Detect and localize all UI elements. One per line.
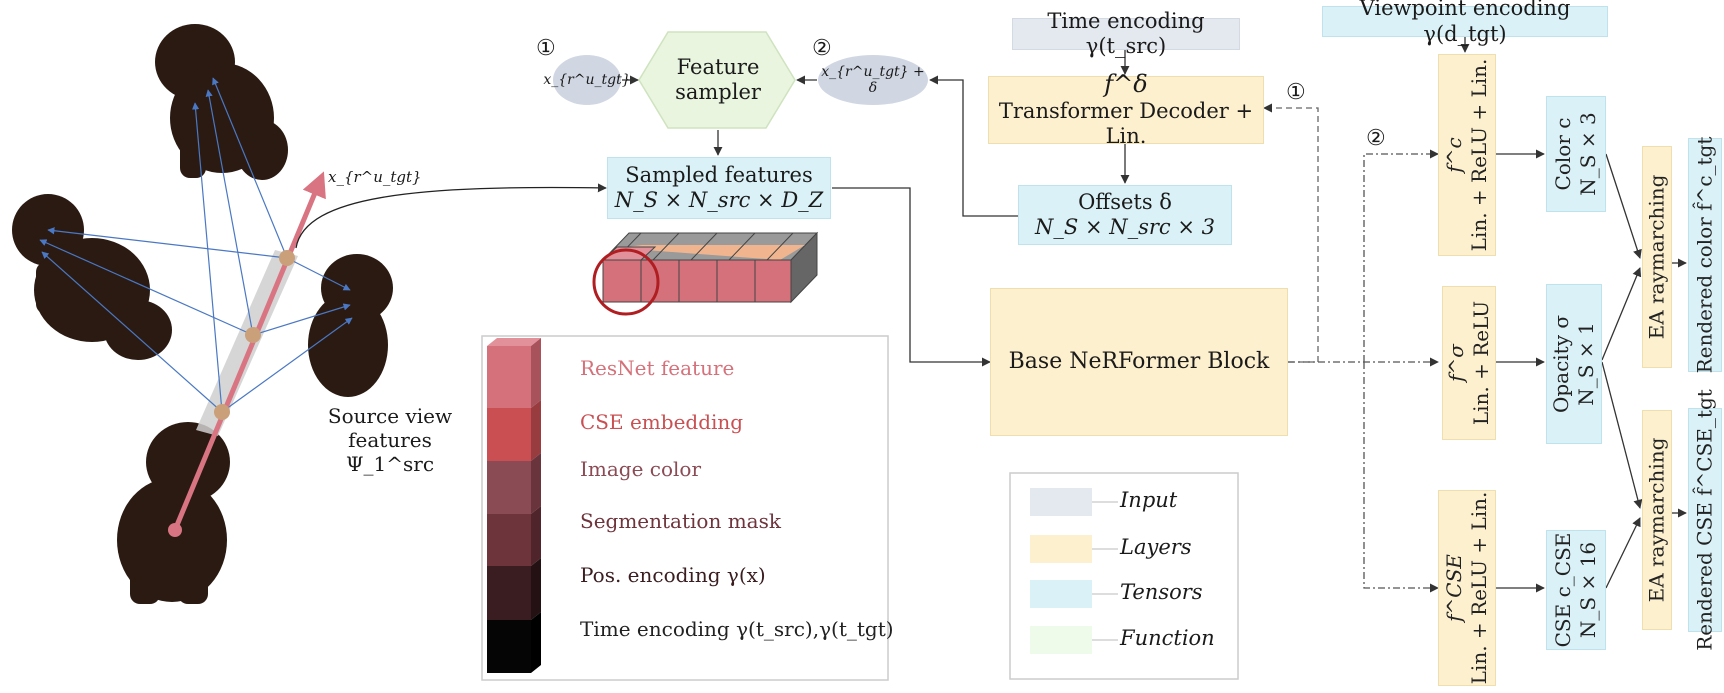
cube-cse [487,400,541,461]
f-delta-desc: Transformer Decoder + Lin. [998,99,1254,149]
type-legend-function: Function [1120,626,1215,650]
fsigma-desc: Lin. + ReLU [1469,300,1493,426]
opacity-output-text: Opacity σ N_S × 1 [1549,315,1599,413]
raymarching-top-text: EA raymarching [1644,174,1669,340]
legend-resnet-label: ResNet feature [580,356,735,380]
color-output-text: Color c N_S × 3 [1551,112,1601,195]
ray-label: x_{r^u_tgt} [328,168,422,186]
raymarching-top-box: EA raymarching [1642,146,1672,368]
fsigma-layer-box: f^σ Lin. + ReLU [1442,286,1496,440]
feature-sampler-line1: Feature [676,54,760,79]
target-ray [172,171,326,531]
oval-right [818,55,928,105]
dog-left [12,194,172,360]
sample-point-2 [245,327,261,343]
step2-number-right: ② [1366,126,1386,151]
opacity-output-title: Opacity σ [1549,314,1573,414]
arrow-offsets-to-oval [929,75,1018,217]
type-legend-tensors: Tensors [1120,580,1203,604]
opacity-output-box: Opacity σ N_S × 1 [1546,284,1602,444]
dog-top [155,24,288,180]
oval-left [553,55,621,105]
offsets-dims: N_S × N_src × 3 [1035,215,1215,239]
cse-output-text: CSE c_CSE N_S × 16 [1551,533,1601,648]
dog-bottom [117,422,230,604]
fcse-layer-text: f^CSE Lin. + ReLU + Lin. [1442,492,1492,685]
cube-seg-mask [487,506,541,566]
feature-sampler-hexagon [638,31,796,129]
feature-cube-stack [601,231,819,304]
rendered-cse-text: Rendered CSE f̂^CSE_tgt [1692,389,1717,651]
step1-number-right: ① [1286,80,1306,105]
cube-pos-enc [487,558,541,620]
type-legend-swatches [1030,488,1118,654]
color-output-dims: N_S × 3 [1576,112,1600,196]
highlight-circle [592,248,660,316]
sample-point-1 [279,250,295,266]
rendered-color-text: Rendered color f̂^c_tgt [1692,136,1717,374]
time-encoding-src-box: Time encoding γ(t_src) [1012,9,1240,58]
offsets-box: Offsets δ N_S × N_src × 3 [1018,185,1232,245]
cse-output-dims: N_S × 16 [1576,541,1600,639]
rendered-color-box: Rendered color f̂^c_tgt [1688,136,1722,374]
source-view-line2: features Ψ_1^src [345,428,435,476]
raymarching-bottom-text: EA raymarching [1644,437,1669,603]
source-view-label: Source view features Ψ_1^src [322,404,458,476]
f-delta-box: f^δ Transformer Decoder + Lin. [988,70,1264,148]
ray-sampling-band [196,250,298,436]
color-output-title: Color c [1551,117,1575,191]
source-view-line1: Source view [327,404,453,428]
f-delta-symbol: f^δ [1104,70,1148,99]
feature-sampler-label: Feature sampler [648,50,788,110]
projection-lines [39,77,353,413]
sample-point-3 [214,404,230,420]
cube-resnet [487,338,541,408]
fc-layer-box: f^c Lin. + ReLU + Lin. [1438,54,1496,256]
oval-right-label: x_{r^u_tgt} + δ [821,64,925,96]
fsigma-symbol: f^σ [1444,344,1468,382]
curve-arrow-to-sampled [295,183,607,249]
fc-layer-text: f^c Lin. + ReLU + Lin. [1442,59,1492,252]
oval-left-label: x_{r^u_tgt} [543,72,631,88]
offsets-title: Offsets δ [1078,189,1172,214]
fcse-desc: Lin. + ReLU + Lin. [1467,491,1491,685]
cse-output-title: CSE c_CSE [1551,532,1575,648]
cse-output-box: CSE c_CSE N_S × 16 [1546,530,1606,650]
ray-origin [168,523,182,537]
sampled-features-title: Sampled features [625,162,813,187]
dashdot-base-to-heads [1288,149,1439,593]
fsigma-layer-text: f^σ Lin. + ReLU [1444,301,1494,425]
type-legend-layers: Layers [1120,535,1192,559]
legend-image-color-label: Image color [580,457,702,481]
raymarching-bottom-box: EA raymarching [1642,410,1672,630]
legend-cubes [487,338,541,673]
opacity-output-dims: N_S × 1 [1574,322,1598,406]
type-legend-input: Input [1120,488,1178,512]
sampled-features-box: Sampled features N_S × N_src × D_Z [607,157,831,219]
arrow-features-to-base [832,187,991,367]
feature-sampler-line2: sampler [675,80,761,104]
fcse-symbol: f^CSE [1442,554,1466,622]
step2-number-left: ② [812,36,832,61]
fc-symbol: f^c [1442,137,1466,173]
fc-desc: Lin. + ReLU + Lin. [1467,58,1491,252]
cube-image-color [487,453,541,514]
feature-legend-frame [481,335,889,681]
legend-pos-enc-label: Pos. encoding γ(x) [580,563,766,587]
rendered-cse-box: Rendered CSE f̂^CSE_tgt [1688,389,1722,651]
fcse-layer-box: f^CSE Lin. + ReLU + Lin. [1438,490,1496,686]
base-nerformer-block: Base NeRFormer Block [990,288,1288,436]
legend-seg-mask-label: Segmentation mask [580,509,781,533]
step1-number-left: ① [536,36,556,61]
dog-right [308,254,393,397]
sampled-features-dims: N_S × N_src × D_Z [614,188,824,212]
color-output-box: Color c N_S × 3 [1546,96,1606,212]
viewpoint-encoding-box: Viewpoint encoding γ(d_tgt) [1322,0,1608,46]
legend-cse-label: CSE embedding [580,410,744,434]
cube-time-enc [487,612,541,673]
arrows-to-raymarching [1601,153,1687,589]
legend-time-enc-label: Time encoding γ(t_src),γ(t_tgt) [580,617,894,641]
